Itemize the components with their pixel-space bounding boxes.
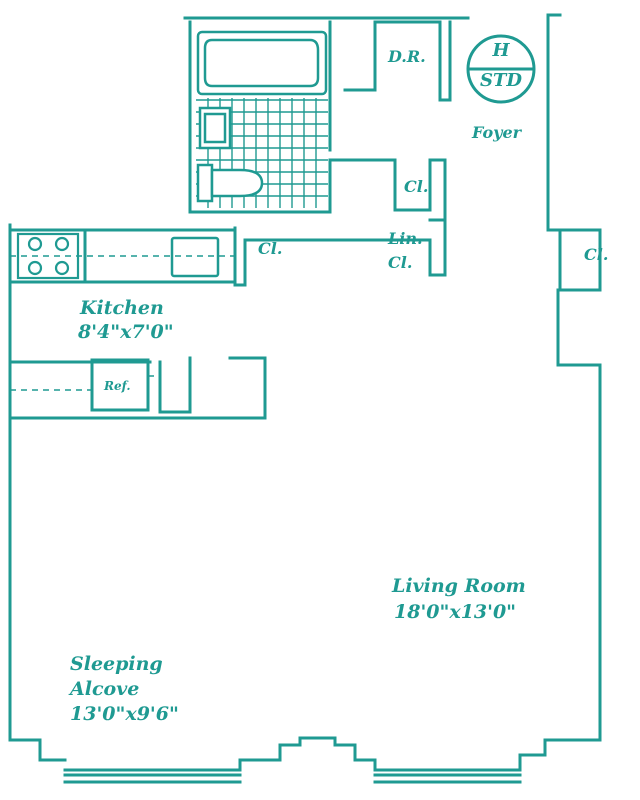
wall-right (546, 13, 602, 742)
compass-badge-icon (466, 34, 536, 104)
badge-bottom-text: STD (479, 70, 522, 91)
badge-top-text: H (492, 40, 510, 61)
wall-bottom (63, 736, 602, 772)
refrigerator-label: Ref. (104, 379, 131, 393)
kitchen-sink-icon (170, 236, 220, 278)
sink-icon (198, 106, 232, 150)
closet-bath-label: Cl. (404, 177, 429, 196)
wall-left (8, 223, 67, 762)
bathtub-icon (196, 30, 328, 96)
closet-kitchen-label: Cl. (258, 239, 283, 258)
compass-badge: H STD (463, 36, 539, 102)
kitchen-dims-label: 8'4"x7'0" (78, 321, 174, 343)
sleeping-alcove-dims-label: 13'0"x9'6" (70, 703, 179, 725)
sleeping-alcove-label-2: Alcove (70, 678, 140, 700)
closet-door (553, 228, 562, 292)
dressing-room-label: D.R. (388, 47, 426, 66)
tile-floor (196, 98, 328, 208)
living-room-dims-label: 18'0"x13'0" (394, 601, 517, 623)
kitchen-lower-counter (8, 356, 267, 420)
kitchen-name-label: Kitchen (80, 297, 164, 319)
window-left (63, 773, 242, 784)
ref-box (90, 358, 150, 412)
wall-closets (233, 158, 447, 287)
wall-bath-left (188, 20, 447, 214)
foyer-label: Foyer (472, 123, 522, 142)
wall-dressing (343, 20, 452, 102)
living-room-name-label: Living Room (392, 575, 526, 597)
linen-closet-label-1: Lin. (388, 229, 423, 248)
sleeping-alcove-label-1: Sleeping (70, 653, 163, 675)
window-right (373, 773, 522, 784)
dashed-lines (10, 255, 235, 391)
toilet-icon (196, 163, 264, 203)
closet-foyer-label: Cl. (584, 245, 609, 264)
linen-closet-label-2: Cl. (388, 253, 413, 272)
